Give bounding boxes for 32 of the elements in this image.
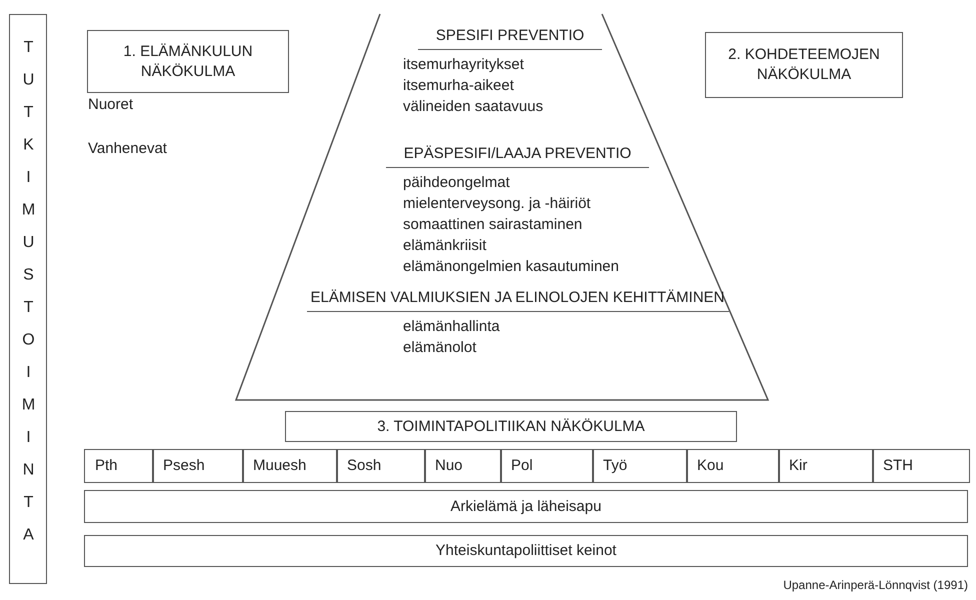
table-cell: Kir [778, 449, 874, 483]
list-item: somaattinen sairastaminen [403, 215, 584, 235]
list-item: itsemurha-aikeet [403, 76, 515, 96]
perspective-box: 3. TOIMINTAPOLITIIKAN NÄKÖKULMA [285, 411, 737, 442]
table-cell: Psesh [152, 449, 244, 483]
list-item: elämänkriisit [403, 236, 488, 256]
vertical-band: TUTKIMUSTOIMINTA [9, 14, 47, 584]
list-item: elämänongelmien kasautuminen [403, 257, 620, 277]
list-item: mielenterveysong. ja -häiriöt [403, 194, 592, 214]
source-caption: Upanne-Arinperä-Lönnqvist (1991) [783, 578, 968, 592]
list-item: elämänolot [403, 338, 478, 358]
table-cell: Muuesh [242, 449, 338, 483]
list-item: välineiden saatavuus [403, 97, 544, 117]
bar-box: Yhteiskuntapoliittiset keinot [84, 535, 968, 567]
section-heading: EPÄSPESIFI/LAAJA PREVENTIO [386, 144, 650, 168]
table-cell: Sosh [336, 449, 426, 483]
table-cell: Pol [500, 449, 594, 483]
table-cell: Pth [84, 449, 154, 483]
group-label: Nuoret [88, 96, 134, 113]
section-heading: ELÄMISEN VALMIUKSIEN JA ELINOLOJEN KEHITTÄMINEN [306, 288, 728, 312]
table-cell: Nuo [424, 449, 502, 483]
bar-box: Arkielämä ja läheisapu [84, 490, 968, 523]
perspective-box: 2. KOHDETEEMOJEN NÄKÖKULMA [705, 32, 903, 98]
list-item: elämänhallinta [403, 317, 501, 337]
table-cell: STH [872, 449, 970, 483]
perspective-box: 1. ELÄMÄNKULUN NÄKÖKULMA [87, 30, 289, 93]
table-cell: Kou [686, 449, 780, 483]
table-cell: Työ [592, 449, 688, 483]
section-heading: SPESIFI PREVENTIO [418, 26, 602, 50]
list-item: päihdeongelmat [403, 173, 511, 193]
list-item: itsemurhayritykset [403, 55, 525, 75]
group-label: Vanhenevat [88, 140, 167, 157]
